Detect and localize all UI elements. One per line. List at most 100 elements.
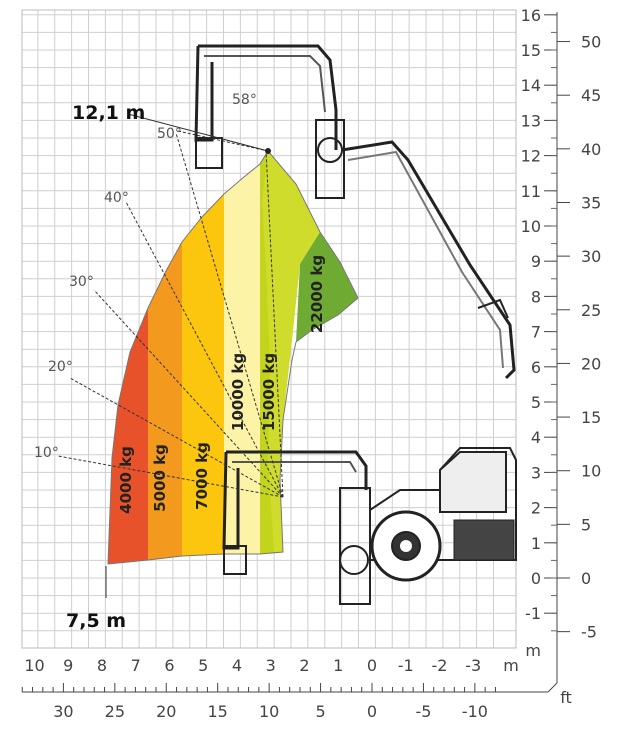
y-tick-label-ft: 40: [581, 140, 601, 159]
zone-label: 7000 kg: [193, 442, 211, 510]
x-tick-label-m: -2: [432, 656, 448, 675]
main-boom-joint: [477, 298, 509, 319]
x-tick-label-m: 9: [63, 656, 73, 675]
x-tick-label-ft: 10: [259, 702, 279, 721]
front-wheel-center: [400, 540, 412, 552]
zone-label: 4000 kg: [117, 446, 135, 514]
x-tick-label-ft: 15: [208, 702, 228, 721]
y-tick-label-m: 2: [531, 499, 541, 518]
angle-ray: [69, 377, 284, 498]
max-height-leader: [127, 113, 269, 152]
main-boom-inner: [347, 150, 504, 369]
load-zone: [182, 194, 224, 556]
load-zone: [296, 232, 358, 342]
boom-angle-lines: [57, 113, 284, 598]
axes: 161514131211109876543210-150454035302520…: [21, 6, 601, 721]
angle-ray: [265, 149, 284, 498]
load-zone: [148, 242, 182, 560]
rear-wheel: [453, 519, 515, 561]
main-boom: [341, 140, 516, 380]
lower-jib-inner: [232, 461, 357, 473]
x-tick-label-m: -1: [398, 656, 414, 675]
angle-ray: [177, 130, 269, 152]
x-tick-label-ft: 5: [315, 702, 325, 721]
y-tick-label-m: -1: [525, 604, 541, 623]
upper-jib-inner: [204, 55, 326, 113]
y-tick-label-m: 3: [531, 463, 541, 482]
y-tick-label-ft: 0: [581, 569, 591, 588]
angle-ray: [125, 201, 284, 498]
angle-label: 50°: [157, 126, 182, 142]
cab: [439, 451, 507, 513]
lower-head-wheel: [339, 545, 369, 575]
y-tick-label-ft: 30: [581, 247, 601, 266]
lower-basket: [223, 545, 247, 575]
x-tick-label-m: 10: [24, 656, 44, 675]
x-tick-label-ft: -5: [415, 702, 431, 721]
x-tick-label-m: 3: [266, 656, 276, 675]
y-tick-label-ft: 35: [581, 193, 601, 212]
y-tick-label-m: 14: [521, 76, 541, 95]
x-tick-label-ft: 30: [53, 702, 73, 721]
angle-ray: [57, 455, 284, 498]
y-tick-label-m: 12: [521, 147, 541, 166]
y-tick-label-ft: 20: [581, 354, 601, 373]
load-zone: [224, 164, 260, 554]
y-tick-label-ft: 25: [581, 301, 601, 320]
x-tick-label-m: 2: [299, 656, 309, 675]
x-tick-label-m: 7: [131, 656, 141, 675]
y-tick-label-m: 11: [521, 182, 541, 201]
angle-label: 40°: [104, 190, 129, 206]
angle-ray: [93, 289, 284, 498]
y-tick-label-ft: 50: [581, 33, 601, 52]
y-tick-label-ft: 5: [581, 515, 591, 534]
angle-label: 30°: [69, 274, 94, 290]
x-unit-ft: ft: [560, 688, 572, 707]
y-tick-label-m: 10: [521, 217, 541, 236]
upper-jib: [198, 44, 338, 150]
upper-basket: [195, 137, 223, 169]
upper-head: [315, 119, 345, 199]
y-unit-m: m: [525, 641, 541, 660]
y-tick-label-m: 1: [531, 534, 541, 553]
x-tick-label-m: 6: [164, 656, 174, 675]
lower-jib: [226, 450, 368, 490]
angle-label: 58°: [232, 92, 257, 108]
max-height-point: [265, 148, 271, 154]
y-tick-label-m: 13: [521, 111, 541, 130]
upper-jib-arm: [194, 45, 214, 142]
zone-label: 22000 kg: [308, 255, 326, 333]
max-height-label: 12,1 m: [72, 102, 145, 124]
y-tick-label-m: 9: [531, 252, 541, 271]
y-tick-label-m: 15: [521, 41, 541, 60]
x-tick-label-ft: 0: [367, 702, 377, 721]
envelope-outline: [107, 150, 359, 565]
zone-label: 10000 kg: [229, 353, 247, 431]
y-tick-label-m: 5: [531, 393, 541, 412]
y-tick-label-ft: 15: [581, 408, 601, 427]
lower-jib-arm: [222, 451, 240, 550]
x-unit-m: m: [503, 656, 519, 675]
y-tick-label-m: 0: [531, 569, 541, 588]
zone-label: 5000 kg: [151, 444, 169, 512]
y-tick-label-m: 7: [531, 323, 541, 342]
x-tick-label-ft: 25: [105, 702, 125, 721]
axis-joint: [547, 682, 558, 693]
machine-silhouette: [194, 44, 517, 605]
angle-ray: [175, 132, 284, 498]
x-tick-label-ft: 20: [156, 702, 176, 721]
y-tick-label-ft: -5: [581, 623, 597, 642]
y-tick-label-ft: 45: [581, 86, 601, 105]
x-tick-label-m: -3: [465, 656, 481, 675]
angle-label: 10°: [34, 445, 59, 461]
x-tick-label-m: 8: [97, 656, 107, 675]
x-tick-label-m: 4: [232, 656, 242, 675]
y-tick-label-m: 4: [531, 428, 541, 447]
chassis: [369, 447, 517, 561]
y-tick-label-m: 6: [531, 358, 541, 377]
x-tick-label-m: 5: [198, 656, 208, 675]
load-zone: [108, 308, 148, 564]
x-tick-label-m: 1: [333, 656, 343, 675]
y-tick-label-ft: 10: [581, 462, 601, 481]
